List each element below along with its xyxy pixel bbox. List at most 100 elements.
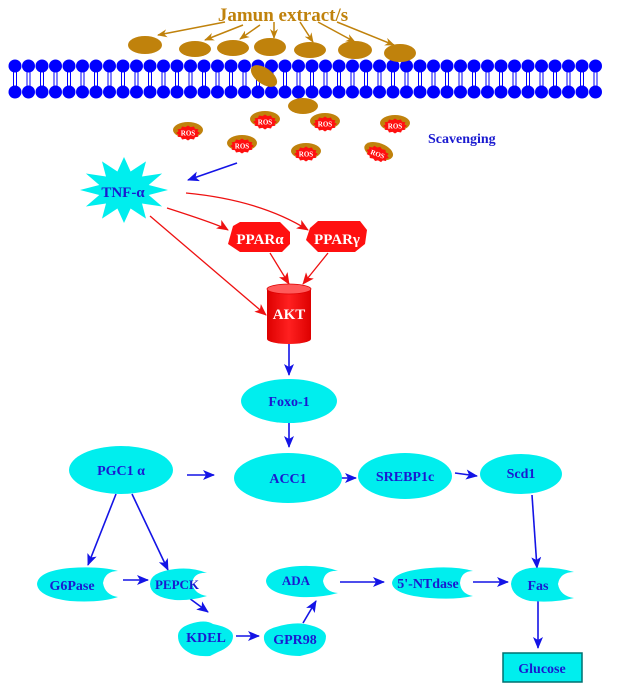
g6pase-label: G6Pase [49, 579, 94, 594]
jamun-extract-title: Jamun extract/s [218, 5, 348, 26]
phospholipid [319, 59, 332, 99]
phospholipid [170, 59, 184, 99]
node-ada[interactable]: ADA [266, 565, 338, 598]
extract-particle [217, 40, 249, 56]
extract-particle [128, 36, 162, 54]
phospholipid [575, 59, 589, 99]
gpr98-label: GPR98 [273, 633, 317, 648]
akt-label: AKT [273, 307, 306, 323]
ntdase-shape [392, 567, 473, 599]
edge-tnf-akt [149, 215, 267, 316]
phospholipid [400, 59, 413, 99]
node-acc1[interactable]: ACC1 [234, 453, 342, 503]
srebp1c-label: SREBP1c [376, 470, 434, 485]
glucose-box [502, 652, 583, 683]
extract-arrow [317, 21, 356, 43]
extract-particle [179, 41, 211, 57]
tnf-alpha-label: TNF-α [101, 185, 145, 201]
node-kdel[interactable]: KDEL [178, 621, 233, 657]
g6pase-shape [37, 567, 118, 602]
edge-srebp1c-scd1 [454, 469, 478, 480]
ros-molecule: ROS [364, 142, 394, 163]
node-pgc1a[interactable]: PGC1 α [69, 446, 173, 494]
ada-shape [266, 565, 338, 598]
phospholipid [224, 59, 238, 99]
ros-label: ROS [258, 119, 273, 127]
ros-molecule: ROS [310, 113, 340, 132]
node-ntdase[interactable]: 5'-NTdase [392, 567, 473, 599]
phospholipid [535, 59, 548, 99]
phospholipid [359, 59, 373, 99]
phospholipid [143, 59, 157, 99]
node-ppar-alpha[interactable]: PPARα [228, 222, 290, 252]
phospholipid [35, 59, 49, 99]
akt-cylinder-top [266, 283, 312, 295]
phospholipid [440, 59, 454, 99]
edge-pgc1a-pepck [131, 493, 169, 571]
pgc1a-label: PGC1 α [97, 464, 145, 479]
phospholipid [22, 59, 35, 99]
edge-ros-tnf [187, 162, 238, 182]
phospholipid [116, 59, 130, 99]
extract-particle [294, 42, 326, 58]
scd1-shape [480, 454, 562, 494]
acc1-shape [234, 453, 342, 503]
phospholipid [427, 59, 440, 99]
extract-particle [338, 41, 372, 59]
phospholipid [467, 59, 481, 99]
phospholipid [386, 59, 400, 99]
extract-arrow [239, 24, 261, 40]
node-srebp1c[interactable]: SREBP1c [358, 453, 452, 499]
edge-gpr98-ada [302, 600, 317, 624]
cell-membrane [8, 59, 602, 99]
node-foxo1[interactable]: Foxo-1 [241, 379, 337, 423]
extract-arrow [204, 24, 244, 41]
phospholipid [373, 59, 386, 99]
phospholipid [103, 59, 116, 99]
foxo1-label: Foxo-1 [268, 395, 309, 410]
edge-pparg-akt [302, 252, 329, 285]
phospholipid [76, 59, 89, 99]
srebp1c-shape [358, 453, 452, 499]
extract-particle [288, 98, 318, 114]
phospholipid [8, 59, 22, 99]
phospholipid [521, 59, 535, 99]
edge-scd1-fas [531, 494, 542, 569]
ntdase-label: 5'-NTdase [397, 577, 458, 592]
node-gpr98[interactable]: GPR98 [263, 623, 326, 656]
edge-tnf-ppara [166, 207, 229, 231]
ros-label: ROS [388, 123, 403, 131]
ros-label: ROS [299, 151, 314, 159]
node-scd1[interactable]: Scd1 [480, 454, 562, 494]
phospholipid [238, 59, 251, 99]
node-ppar-gamma[interactable]: PPARγ [306, 221, 367, 252]
extract-particle [250, 65, 278, 87]
phospholipid [454, 59, 467, 99]
phospholipid [589, 59, 602, 99]
node-glucose[interactable]: Glucose [502, 652, 583, 683]
phospholipid [89, 59, 103, 99]
scavenging-label: Scavenging [428, 132, 496, 147]
node-fas[interactable]: Fas [511, 567, 574, 602]
edge-pgc1a-g6pase [87, 493, 117, 566]
kdel-label: KDEL [186, 631, 226, 646]
node-akt[interactable]: AKT [266, 283, 312, 344]
ros-label: ROS [181, 130, 196, 138]
phospholipid [211, 59, 224, 99]
ros-molecule: ROS [250, 111, 280, 130]
ppar-alpha-shape [228, 222, 290, 252]
fas-shape [511, 567, 574, 602]
node-pepck[interactable]: PEPCK [150, 568, 207, 601]
kdel-shape [178, 621, 233, 657]
ppar-gamma-label: PPARγ [314, 232, 360, 248]
acc1-label: ACC1 [269, 472, 306, 487]
phospholipid [332, 59, 346, 99]
node-tnf-alpha[interactable]: TNF-α [80, 157, 168, 223]
node-g6pase[interactable]: G6Pase [37, 567, 118, 602]
gpr98-shape [263, 623, 326, 656]
edges [87, 162, 543, 649]
extract-arrow [157, 21, 226, 38]
ppar-alpha-label: PPARα [236, 232, 284, 248]
extract-arrows [157, 21, 395, 46]
